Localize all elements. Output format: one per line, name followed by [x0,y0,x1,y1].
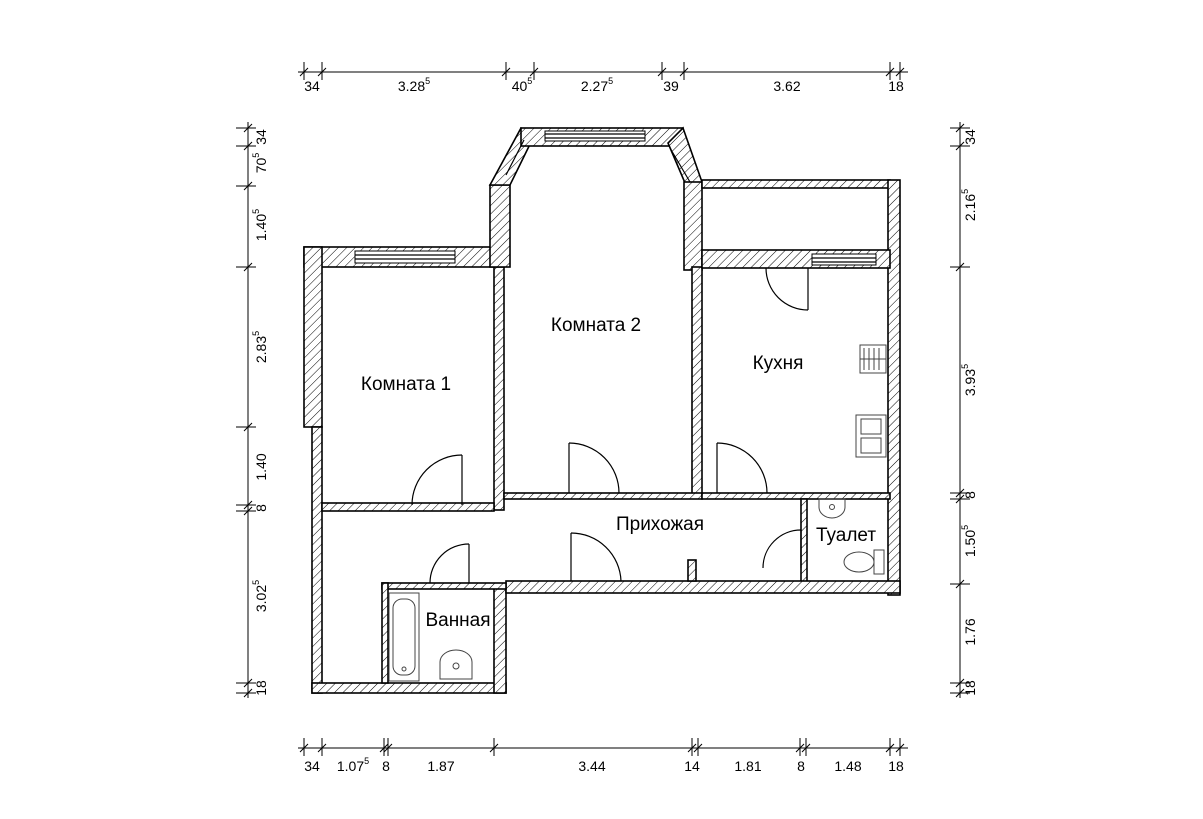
top-dim-3: 405 [512,76,533,94]
dimension-tick [955,678,965,688]
dimension-tick [895,67,905,77]
doors [411,267,809,584]
bottom-dim-9: 1.48 [834,758,861,774]
dimension-tick [955,141,965,151]
stove-icon [859,344,887,374]
bottom-dim-8: 8 [797,758,805,774]
dimension-tick [243,181,253,191]
right-dimension-labels: 34 2.165 3.935 8 1.505 1.76 18 [960,129,978,696]
bottom-dim-6: 14 [684,758,700,774]
top-dim-5: 39 [663,78,679,94]
dimension-tick [955,262,965,272]
dimension-tick [317,67,327,77]
fixtures [388,344,887,682]
bottom-dim-5: 3.44 [578,758,605,774]
dimension-tick [243,123,253,133]
right-dim-2: 2.165 [960,189,978,221]
dimension-tick [885,743,895,753]
dimension-tick [299,67,309,77]
right-dim-3: 3.935 [960,364,978,396]
right-dim-5: 1.505 [960,525,978,557]
toilet-sink-icon [818,498,846,519]
room-label-kitchen: Кухня [753,353,804,374]
left-dim-6: 8 [253,504,269,512]
dimension-tick [955,123,965,133]
toilet-bowl-icon [843,549,885,575]
bottom-dimension-labels: 34 1.075 8 1.87 3.44 14 1.81 8 1.48 18 [304,756,904,774]
dimension-tick [955,579,965,589]
top-dim-6: 3.62 [773,78,800,94]
dimension-tick [529,67,539,77]
dimension-tick [955,488,965,498]
left-dim-2: 705 [251,153,269,174]
left-dim-7: 3.025 [251,580,269,612]
left-dim-5: 1.40 [253,453,269,480]
dimension-tick [657,67,667,77]
windows [354,130,877,266]
top-dim-7: 18 [888,78,904,94]
bottom-dim-2: 1.075 [337,756,369,774]
bottom-dim-1: 34 [304,758,320,774]
room-label-bathroom: Ванная [425,610,490,631]
dimension-tick [243,262,253,272]
dimension-tick [243,506,253,516]
bathtub-icon [388,592,420,682]
dimension-tick [243,500,253,510]
dimension-tick [801,743,811,753]
dimension-tick [243,422,253,432]
top-dim-2: 3.285 [398,76,430,94]
dimension-lines [247,71,961,749]
right-dim-1: 34 [962,129,978,145]
dimension-tick [379,743,389,753]
dimension-tick [955,688,965,698]
right-dim-6: 1.76 [962,618,978,645]
kitchen-sink-icon [855,414,887,458]
dimension-tick [489,743,499,753]
bottom-dim-7: 1.81 [734,758,761,774]
dimension-tick [317,743,327,753]
dimension-tick [243,141,253,151]
top-dim-1: 34 [304,78,320,94]
dimension-tick [299,743,309,753]
right-dim-7: 18 [962,680,978,696]
left-dim-8: 18 [253,680,269,696]
top-dim-4: 2.275 [581,76,613,94]
left-dim-3: 1.405 [251,209,269,241]
bottom-dim-4: 1.87 [427,758,454,774]
bottom-dim-3: 8 [382,758,390,774]
dimension-tick [243,678,253,688]
dimension-tick [679,67,689,77]
bottom-dim-10: 18 [888,758,904,774]
dimension-tick [895,743,905,753]
room-label-toilet: Туалет [816,525,876,546]
dimension-tick [383,743,393,753]
left-dimension-labels: 34 705 1.405 2.835 1.40 8 3.025 18 [251,129,269,696]
room-label-hallway: Прихожая [616,514,704,535]
left-dim-1: 34 [253,129,269,145]
room-label-room2: Комната 2 [551,315,641,336]
dimension-tick [687,743,697,753]
left-dim-4: 2.835 [251,331,269,363]
dimension-tick [693,743,703,753]
dimension-ticks [236,62,970,756]
washbasin-icon [439,649,473,680]
room-labels: Комната 1 Комната 2 Кухня Прихожая Туале… [361,315,876,631]
dimension-tick [955,494,965,504]
right-dim-4: 8 [962,491,978,499]
dimension-tick [885,67,895,77]
dimension-tick [243,688,253,698]
dimension-tick [501,67,511,77]
dimension-tick [795,743,805,753]
top-dimension-labels: 34 3.285 405 2.275 39 3.62 18 [304,76,904,94]
room-label-room1: Комната 1 [361,374,451,395]
